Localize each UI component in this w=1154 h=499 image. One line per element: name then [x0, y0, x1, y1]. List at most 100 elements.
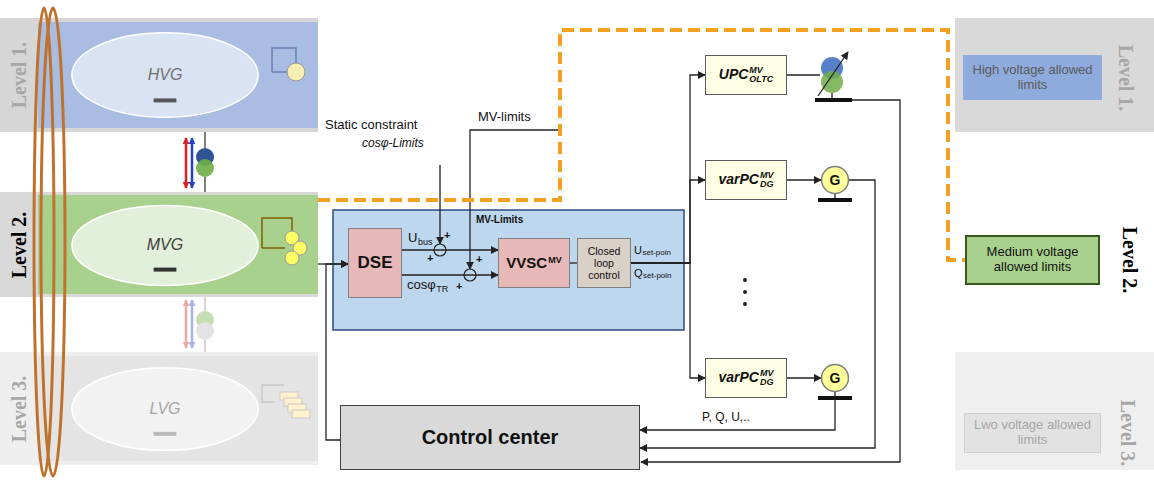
script-stack: MVOLTC [749, 66, 773, 85]
text-wrap: varPCMVDG [719, 171, 774, 190]
node-text: LVG [149, 400, 180, 418]
level-label: Level 1. [1114, 44, 1137, 111]
lv-panel [38, 356, 318, 461]
transformer-symbol [196, 159, 214, 177]
ellipse-shape [72, 206, 258, 286]
limits-box: High voltage allowed limitsLevel 1. [963, 55, 1102, 100]
signal-label: cosφ [407, 278, 436, 293]
text-wrap: MVG [147, 236, 183, 254]
tap-arrow [818, 52, 848, 96]
index-text: MV [760, 171, 774, 180]
node-text: HVG [148, 66, 183, 84]
text-wrap: Medium voltage allowed limits [970, 245, 1095, 275]
text-wrap: Control center [422, 426, 559, 449]
node-text: G [830, 172, 841, 188]
level-ring [41, 8, 65, 476]
block-name: UPC [719, 66, 749, 82]
signal-label: U [408, 231, 417, 246]
text-wrap: LVG [149, 400, 180, 418]
text-wrap: HVG [148, 66, 183, 84]
controller-box: UPCMVOLTC [705, 55, 787, 95]
text-wrap: Lwo voltage allowed limits [968, 418, 1097, 448]
limits-box: Lwo voltage allowed limitsLevel 3. [964, 413, 1101, 453]
level-panel [0, 192, 318, 297]
grid-ellipse: HVG [70, 30, 260, 120]
control-line [787, 74, 820, 75]
block-name: VVSC [506, 254, 547, 271]
text-wrap: UPCMVOLTC [719, 66, 773, 85]
sign-mark: + [456, 280, 462, 293]
limits-text: Lwo voltage allowed limits [968, 418, 1097, 448]
script-stack: MVDG [760, 369, 774, 388]
index-text: MV [749, 66, 773, 75]
text-wrap: Closed loop control [581, 245, 627, 281]
power-flow-arrow [191, 138, 194, 188]
continuation-dot [743, 302, 747, 306]
level-panel: Level 2. MVG [0, 192, 318, 297]
controller-panel [333, 210, 684, 330]
signal-connector [631, 263, 705, 378]
oltc-symbol [821, 71, 843, 93]
node-text: Control center [422, 426, 559, 449]
node-text: MVG [147, 236, 183, 254]
signal-connector [402, 274, 498, 275]
text-wrap: G [830, 370, 841, 386]
load-symbol [292, 410, 310, 418]
signal-connector [631, 180, 705, 263]
controller-box: VVSCMV [498, 238, 570, 288]
level-band [955, 352, 1154, 470]
subscript-text: TR [436, 284, 448, 294]
ellipse-shape [822, 167, 849, 194]
controller-box: varPCMVDG [705, 358, 787, 398]
signal-connector [787, 179, 821, 180]
generator-symbol: G [821, 364, 849, 392]
generator-symbol: G [821, 166, 849, 194]
subscript-text: bus [418, 237, 433, 247]
sign-mark: + [444, 229, 450, 242]
signal-connector [570, 262, 577, 263]
level-panel: Level 1. HVG [0, 18, 318, 132]
block-name: varPC [719, 171, 759, 187]
limit-line [439, 165, 440, 244]
control-box: Closed loop control [577, 238, 631, 288]
level-label: Level 3. [1116, 399, 1139, 466]
grid-ellipse: MVG [70, 203, 260, 288]
level-label: Level 1. [8, 42, 31, 109]
hv-panel [38, 22, 318, 128]
text-wrap: VVSCMV [506, 254, 561, 271]
level-label: Level 3. [8, 375, 31, 442]
continuation-dot [743, 290, 747, 294]
bus-bar [154, 268, 177, 272]
signal-label: Static constraint [325, 118, 418, 133]
measurement-line [641, 100, 900, 462]
index-text: OLTC [749, 75, 773, 84]
transformer-symbol [196, 322, 214, 340]
edge-label: P, Q, U,.. [700, 411, 752, 425]
block-name: varPC [719, 369, 759, 385]
bus-bar [818, 198, 852, 202]
index-text: DG [760, 180, 774, 189]
ellipse-shape [822, 365, 849, 392]
bus-bar [815, 98, 852, 102]
text-wrap: DSE [358, 253, 393, 273]
grid-ellipse: LVG [70, 365, 260, 453]
signal-label: U [634, 244, 642, 257]
level-band [955, 18, 1154, 132]
limits-text: Medium voltage allowed limits [970, 245, 1095, 275]
ellipse-shape [72, 33, 258, 118]
sign-mark: + [427, 252, 433, 265]
power-flow-arrow [185, 138, 188, 188]
estimator-box: DSE [348, 228, 402, 298]
level-label: Level 2. [8, 211, 31, 278]
signal-connector [631, 75, 705, 263]
text-wrap: G [830, 172, 841, 188]
ellipse-shape [72, 368, 258, 451]
signal-label: cosφ-Limits [362, 137, 424, 151]
level-label: Level 2. [1118, 227, 1141, 294]
limits-link [318, 30, 965, 260]
script-stack: MVDG [760, 171, 774, 190]
bus-bar [154, 432, 177, 436]
limits-text: High voltage allowed limits [966, 63, 1099, 93]
node-text: G [830, 370, 841, 386]
signal-label: MV-limits [478, 110, 531, 125]
